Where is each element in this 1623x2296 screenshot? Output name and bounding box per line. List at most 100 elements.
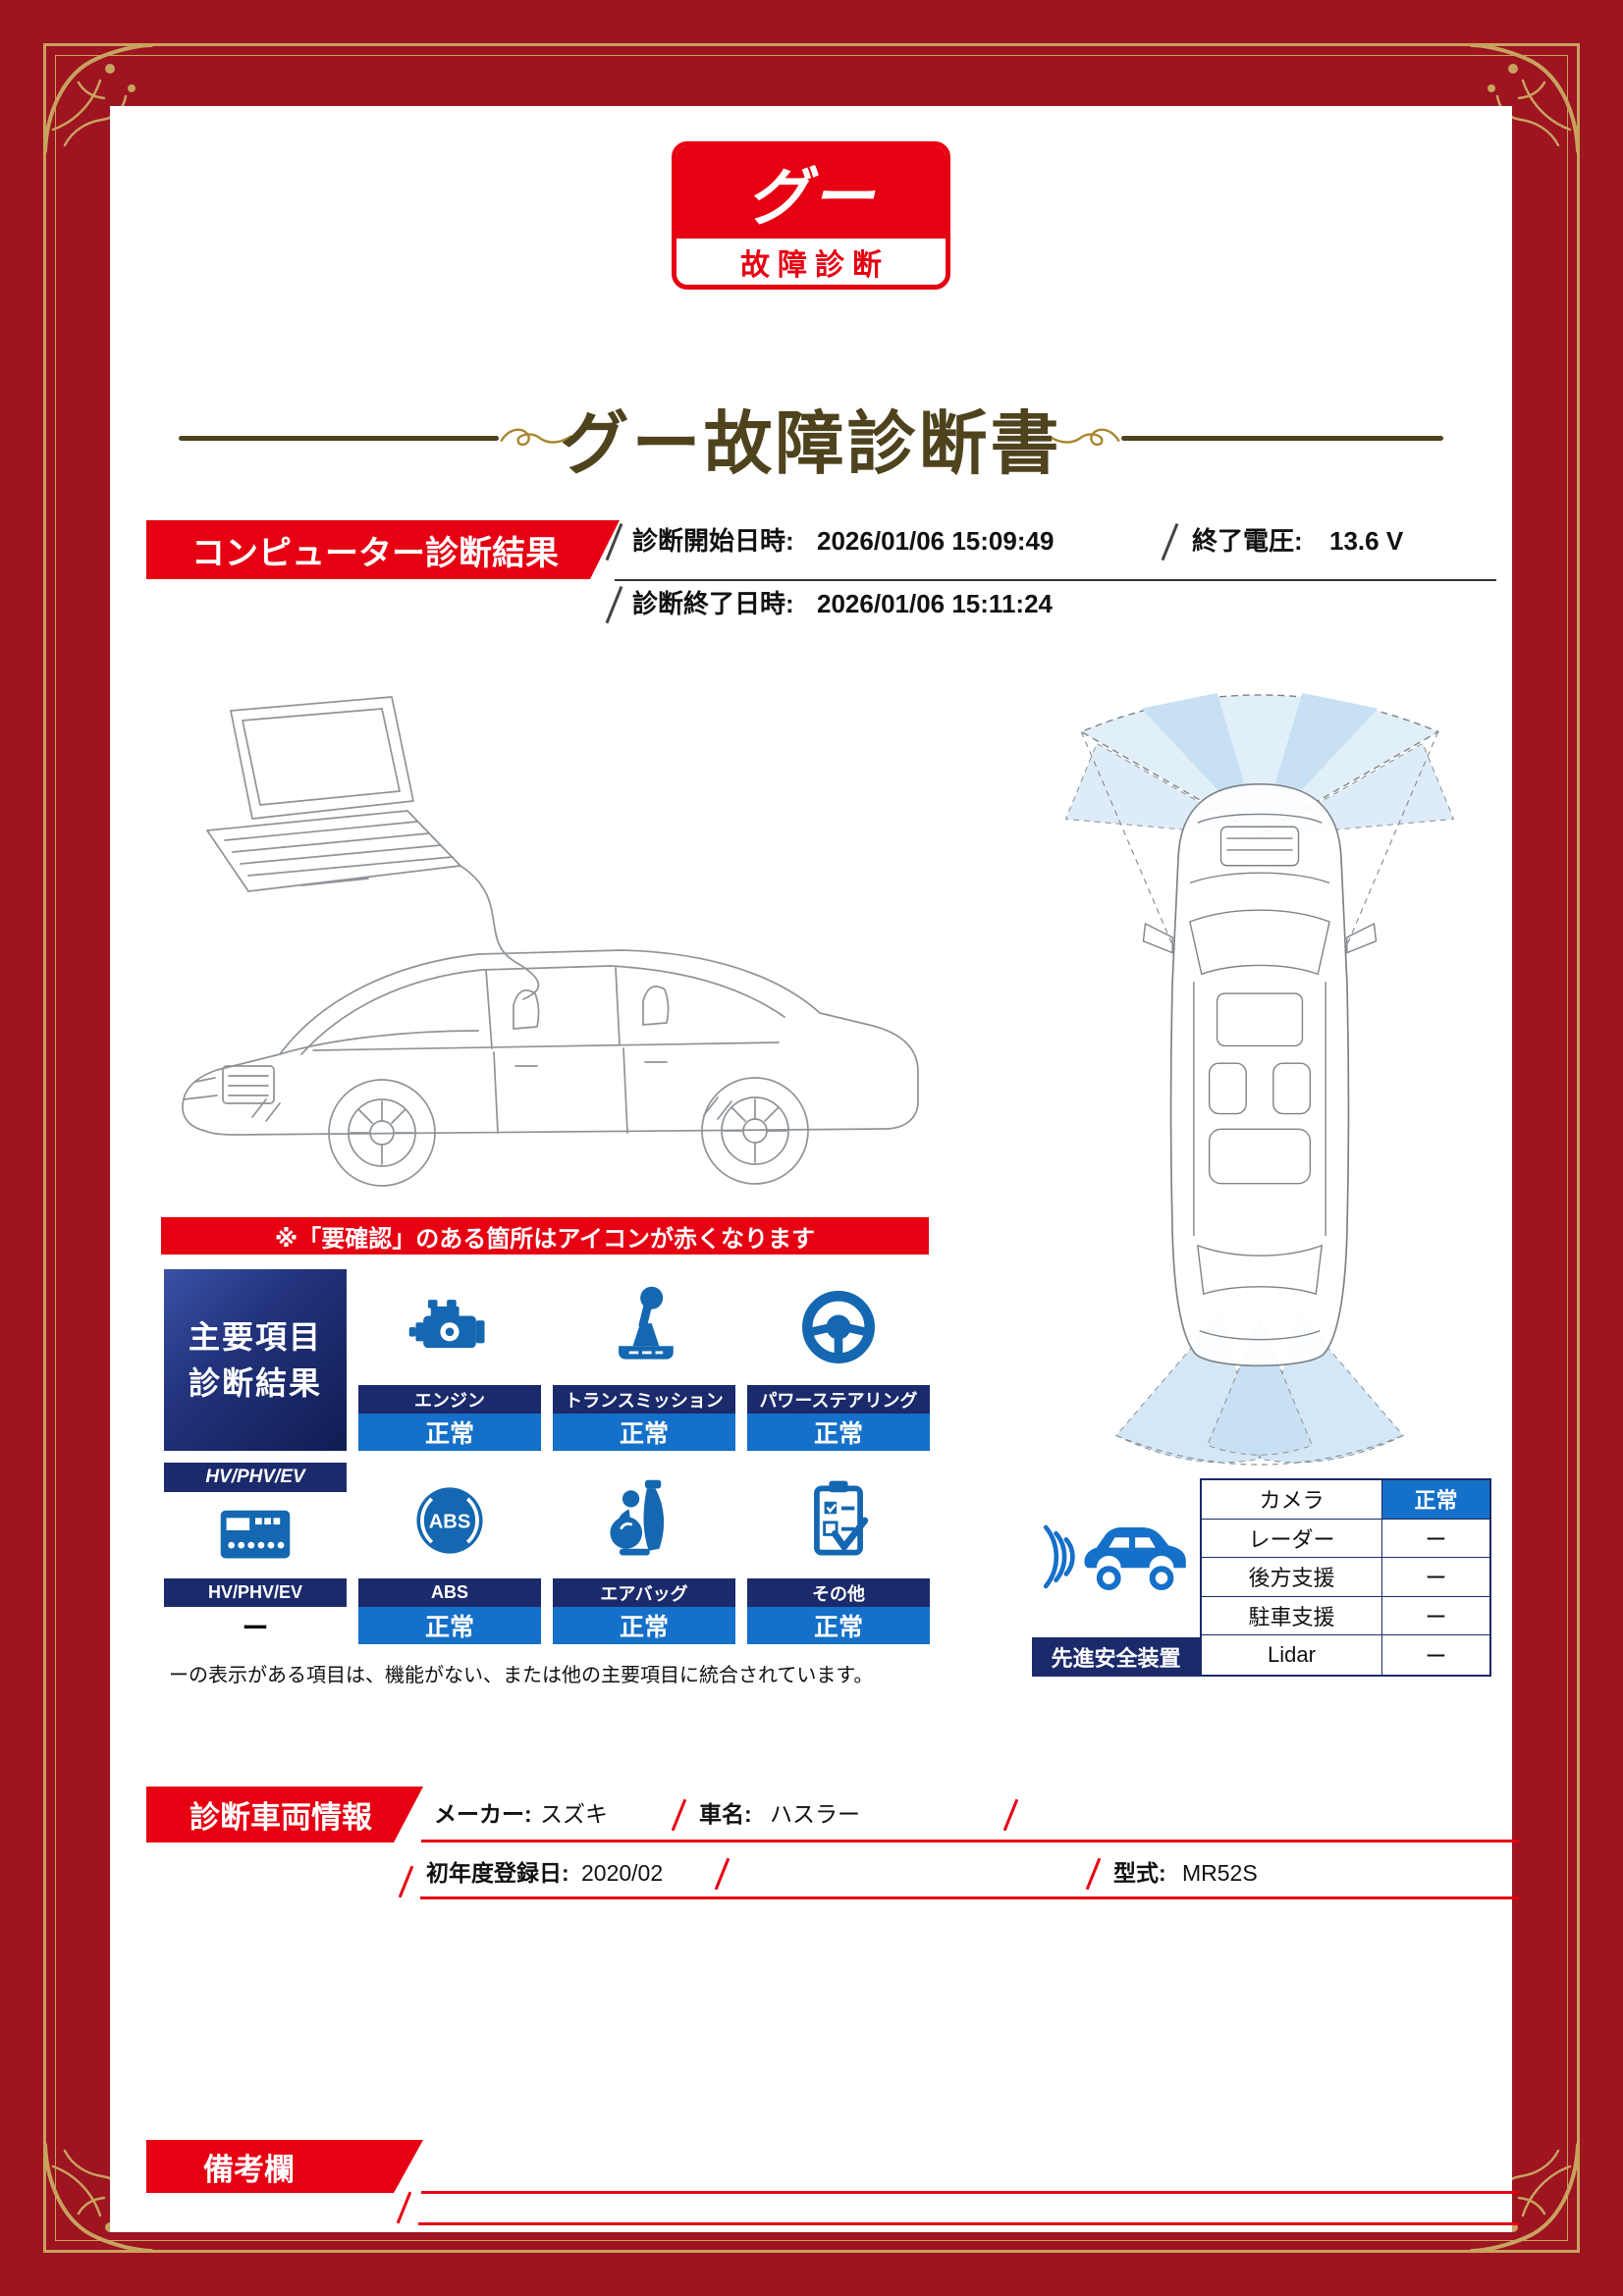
table-row: カメラ 正常 (1202, 1480, 1489, 1520)
diagnosis-item-label: HV/PHV/EV (164, 1578, 347, 1607)
power-steering-icon-area (747, 1269, 930, 1385)
voltage-label: 終了電圧: (1192, 526, 1303, 556)
diagnosis-info: 診断開始日時: 2026/01/06 15:09:49 終了電圧: 13.6 V… (605, 522, 1501, 630)
diagnosis-item-engine: エンジン 正常 (358, 1269, 541, 1451)
sensor-status: ー (1425, 1644, 1447, 1670)
table-row: 後方支援 ー (1202, 1558, 1489, 1597)
transmission-icon (619, 1286, 674, 1360)
engine-icon-area (358, 1269, 541, 1385)
obd-laptop-car-illustration (182, 696, 919, 1187)
advanced-safety-panel: 先進安全装置 カメラ 正常 レーダー ー 後方支援 ー 駐車支援 ー (1032, 1478, 1491, 1677)
separator-slash (1085, 1857, 1102, 1891)
model-code-label: 型式: (1113, 1860, 1166, 1886)
summary-line2: 診断結果 (188, 1364, 322, 1401)
vehicle-row2-rule (420, 1896, 1519, 1899)
advanced-safety-label: 先進安全装置 (1032, 1637, 1200, 1677)
first-registration-value: 2020/02 (581, 1860, 664, 1886)
goo-logo-bottom: 故障診断 (676, 239, 946, 285)
sensor-name: カメラ (1202, 1480, 1382, 1519)
advanced-safety-left: 先進安全装置 (1032, 1478, 1200, 1677)
report-page: グー 故障診断 グー故障診断書 コンピューター診断結果 診断開始日時: 2026… (110, 106, 1519, 2232)
diagnosis-grid: 主要項目 診断結果 (164, 1269, 930, 1644)
power-steering-icon (802, 1291, 875, 1363)
hv-phv-ev-icon-area (164, 1492, 347, 1578)
diagnosis-item-status: 正常 (553, 1414, 735, 1451)
remarks-rule-2 (418, 2222, 1519, 2225)
diagnosis-item-other: その他 正常 (747, 1463, 930, 1644)
diagnosis-item-status: 正常 (747, 1607, 930, 1644)
corner-flourish-icon (43, 43, 153, 153)
transmission-icon-area (553, 1269, 735, 1385)
separator-slash (1161, 522, 1178, 561)
title-rule-left (179, 436, 499, 441)
diagnosis-item-status: ー (164, 1607, 347, 1644)
diagnosis-item-status: 正常 (747, 1414, 930, 1451)
diagnosis-item-label: その他 (747, 1578, 930, 1607)
sensor-name: 駐車支援 (1202, 1596, 1382, 1635)
separator-slash (396, 2191, 412, 2224)
diagnosis-end-label: 診断終了日時: (632, 589, 794, 618)
voltage-value: 13.6 V (1329, 526, 1404, 556)
remarks-banner: 備考欄 (146, 2140, 423, 2193)
first-registration-label: 初年度登録日: (426, 1860, 569, 1886)
summary-box: 主要項目 診断結果 (164, 1269, 347, 1451)
diagnosis-item-status: 正常 (358, 1607, 541, 1644)
diagnosis-item-power-steering: パワーステアリング 正常 (747, 1269, 930, 1451)
sensor-status: ー (1425, 1605, 1447, 1630)
maker-label: メーカー: (434, 1801, 532, 1827)
table-row: Lidar ー (1202, 1635, 1489, 1675)
diagnosis-item-label: エアバッグ (553, 1578, 735, 1607)
sensor-table: カメラ 正常 レーダー ー 後方支援 ー 駐車支援 ー Lidar ー (1200, 1478, 1491, 1677)
sensor-name: Lidar (1202, 1635, 1382, 1675)
diagnosis-item-transmission: トランスミッション 正常 (553, 1269, 735, 1451)
car-name-value: ハスラー (770, 1801, 860, 1827)
sensor-status: ー (1425, 1566, 1447, 1591)
diagnosis-item-label: トランスミッション (553, 1385, 735, 1414)
goo-logo: グー 故障診断 (672, 141, 950, 290)
diagnosis-end-value: 2026/01/06 15:11:24 (817, 589, 1053, 618)
diagnosis-item-airbag: エアバッグ 正常 (553, 1463, 735, 1644)
model-code-value: MR52S (1182, 1860, 1258, 1886)
sensor-coverage-top-view-illustration (1064, 692, 1455, 1466)
computer-diagnosis-banner: コンピューター診断結果 (146, 520, 620, 579)
table-row: レーダー ー (1202, 1519, 1489, 1559)
corner-flourish-icon (1470, 43, 1580, 153)
diagnosis-item-hv-phv-ev: HV/PHV/EV HV/PHV/EV ー (164, 1463, 347, 1644)
goo-logo-top: グー (676, 146, 946, 239)
goo-logo-main-text: グー (746, 162, 876, 233)
summary-line1: 主要項目 (188, 1319, 322, 1356)
diagnosis-divider-line (615, 579, 1496, 581)
airbag-icon-area (553, 1463, 735, 1578)
grid-footnote: ーの表示がある項目は、機能がない、または他の主要項目に統合されています。 (169, 1665, 874, 1686)
separator-slash (671, 1798, 687, 1832)
airbag-icon (610, 1479, 665, 1556)
hv-phv-ev-icon (220, 1510, 291, 1559)
vehicle-row1-rule (421, 1840, 1519, 1842)
diagnosis-item-label: パワーステアリング (747, 1385, 930, 1414)
title-flourish-icon (500, 428, 572, 447)
other-items-icon (814, 1480, 869, 1556)
diagnosis-item-label: ABS (358, 1578, 541, 1607)
sensor-status: ー (1425, 1526, 1447, 1552)
diagnosis-item-status: 正常 (358, 1414, 541, 1451)
other-items-icon-area (747, 1463, 930, 1578)
car-name-label: 車名: (699, 1801, 752, 1827)
warning-note-bar: ※「要確認」のある箇所はアイコンが赤くなります (161, 1217, 929, 1255)
abs-icon: ABS (416, 1487, 483, 1554)
separator-slash (1002, 1798, 1019, 1832)
abs-icon-area: ABS (358, 1463, 541, 1578)
diagnosis-item-label: エンジン (358, 1385, 541, 1414)
diagnosis-start-label: 診断開始日時: (632, 526, 794, 556)
separator-slash (714, 1857, 730, 1891)
diagnosis-item-status: 正常 (553, 1607, 735, 1644)
sensing-car-icon (1043, 1524, 1186, 1591)
abs-icon-text: ABS (429, 1512, 471, 1533)
hv-phv-ev-header: HV/PHV/EV (164, 1463, 347, 1492)
diagnosis-start-value: 2026/01/06 15:09:49 (817, 526, 1055, 556)
maker-value: スズキ (540, 1801, 608, 1827)
goo-logo-sub-text: 故障診断 (740, 248, 890, 282)
separator-slash (398, 1865, 414, 1898)
sensor-name: レーダー (1202, 1519, 1382, 1558)
sensor-status: 正常 (1382, 1480, 1489, 1519)
